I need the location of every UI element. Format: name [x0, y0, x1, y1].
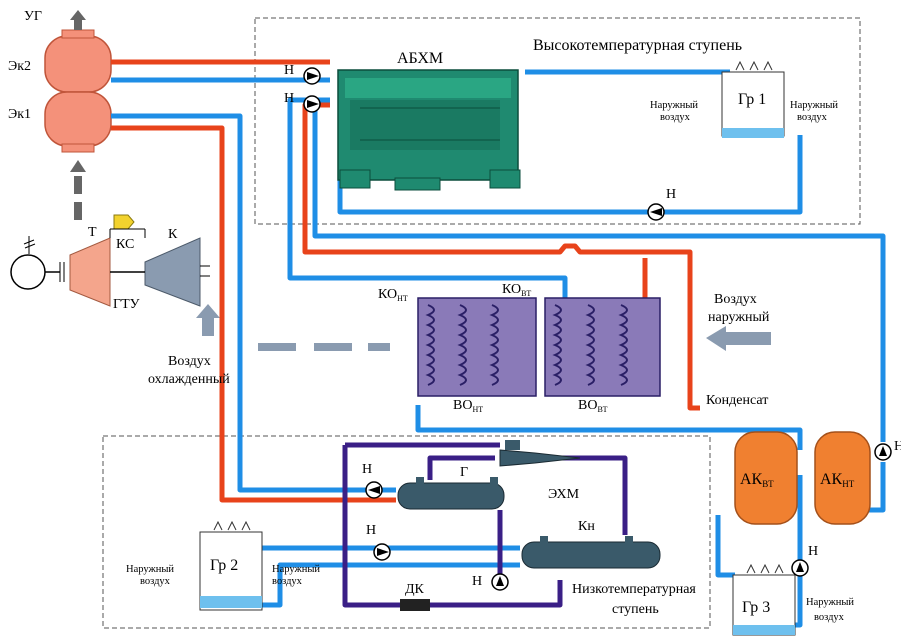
economizer-ek2: [44, 29, 112, 93]
tank-ak-vt: [734, 431, 798, 525]
label-abhm: АБХМ: [397, 50, 443, 67]
label-kn: Кн: [578, 519, 595, 534]
turbine-t: [69, 237, 111, 307]
label-ek2: Эк2: [8, 59, 31, 74]
label-air-outer-2: наружный: [708, 310, 770, 325]
label-gr1-air-right-2: воздух: [797, 112, 828, 123]
cold-line-top-return: [312, 100, 886, 442]
outer-air-arrow-icon: [706, 326, 771, 351]
air-cooler-nt: [417, 297, 537, 397]
label-pump-gr2: Н: [366, 523, 376, 538]
compressor-k: [144, 237, 201, 307]
label-low-stage-2: ступень: [612, 602, 659, 617]
pump-gr2: [373, 543, 391, 561]
pump-ehm: [491, 573, 509, 591]
label-ek1: Эк1: [8, 107, 31, 122]
label-ko-vt: КОВТ: [502, 282, 531, 298]
refrigerant-line-left: [342, 445, 400, 608]
exhaust-arrow-icon: [70, 10, 86, 30]
pump-abhm-top: [303, 67, 321, 85]
label-k: К: [168, 227, 178, 242]
cold-line-ek1: [111, 113, 396, 493]
hot-line-abhm-return: [302, 102, 700, 411]
label-gr3: Гр 3: [742, 599, 770, 616]
economizer-ek1: [44, 91, 112, 153]
label-vo-vt: ВОВТ: [578, 398, 608, 414]
label-air-cooled-2: охлажденный: [148, 372, 230, 387]
label-gr2: Гр 2: [210, 557, 238, 574]
air-dashed-line: [258, 343, 390, 351]
label-gr2-air-right-1: Наружный: [272, 564, 320, 575]
pump-gr1: [647, 203, 665, 221]
label-ks: КС: [116, 237, 134, 252]
abhm-absorption-chiller: [337, 69, 521, 191]
cold-line-ak-nt: [868, 462, 886, 513]
air-cooler-vt: [544, 297, 661, 397]
combustion-chamber-ks: [109, 214, 146, 238]
cold-line-vo: [415, 405, 803, 450]
label-gtu: ГТУ: [113, 297, 140, 312]
label-condensate: Конденсат: [706, 393, 768, 408]
label-gr2-air-left-2: воздух: [140, 576, 171, 587]
label-gr2-air-right-2: воздух: [272, 576, 303, 587]
label-ko-nt: КОНТ: [378, 287, 408, 303]
label-pump-gr3: Н: [808, 544, 818, 559]
condenser-kn: [521, 536, 661, 569]
cold-line-abhm-ko: [287, 97, 568, 300]
label-pump-ehm: Н: [472, 574, 482, 589]
label-ehm: ЭХМ: [548, 487, 580, 502]
label-ak-vt: АКВТ: [740, 471, 774, 489]
label-g: Г: [460, 465, 468, 480]
label-gr1-air-left-2: воздух: [660, 112, 691, 123]
label-t: Т: [88, 225, 97, 240]
pump-abhm-bottom: [303, 95, 321, 113]
pump-ak-nt: [874, 443, 892, 461]
label-air-cooled-1: Воздух: [168, 354, 211, 369]
label-vo-nt: ВОНТ: [453, 398, 483, 414]
generator-g-heat-exchanger: [397, 477, 505, 510]
ejector: [499, 440, 581, 467]
cold-line-gr1-return: [337, 135, 803, 215]
hot-line-ek1: [111, 125, 396, 503]
label-gr1-air-right-1: Наружный: [790, 100, 838, 111]
cold-line-gr2-bottom: [262, 562, 520, 608]
label-gr1: Гр 1: [738, 91, 766, 108]
label-gr2-air-left-1: Наружный: [126, 564, 174, 575]
label-pump-abhm-top: Н: [284, 63, 294, 78]
cooling-tower-gr3: [732, 563, 796, 636]
cold-line-gr3: [795, 475, 803, 628]
label-gr3-air-2: воздух: [814, 612, 845, 623]
label-dk: ДК: [405, 582, 425, 597]
cold-line-ak: [715, 515, 735, 578]
label-gr1-air-left-1: Наружный: [650, 100, 698, 111]
throttle-dk: [400, 599, 430, 611]
tank-ak-nt: [814, 431, 871, 525]
label-ak-nt: АКНТ: [820, 471, 855, 489]
label-air-outer-1: Воздух: [714, 292, 757, 307]
pump-g: [365, 481, 383, 499]
label-pump-ak-nt: Н: [894, 439, 901, 454]
label-pump-abhm-bottom: Н: [284, 91, 294, 106]
refrigerant-line-dk: [430, 580, 563, 608]
pump-gr3: [791, 559, 809, 577]
high-temp-stage-box: [254, 17, 861, 225]
label-gr3-air-1: Наружный: [806, 597, 854, 608]
cooled-air-arrow-icon: [196, 304, 220, 336]
label-ug: УГ: [24, 9, 42, 24]
cooling-tower-gr2: [199, 520, 263, 611]
label-pump-gr1: Н: [666, 187, 676, 202]
generator-icon: [10, 236, 65, 290]
cooling-tower-gr1: [721, 60, 785, 138]
label-high-stage: Высокотемпературная ступень: [533, 37, 742, 54]
refrigerant-line-g: [427, 455, 495, 480]
label-pump-g: Н: [362, 462, 372, 477]
gas-flow-arrow-icon: [70, 160, 86, 220]
label-low-stage-1: Низкотемпературная: [572, 582, 696, 597]
